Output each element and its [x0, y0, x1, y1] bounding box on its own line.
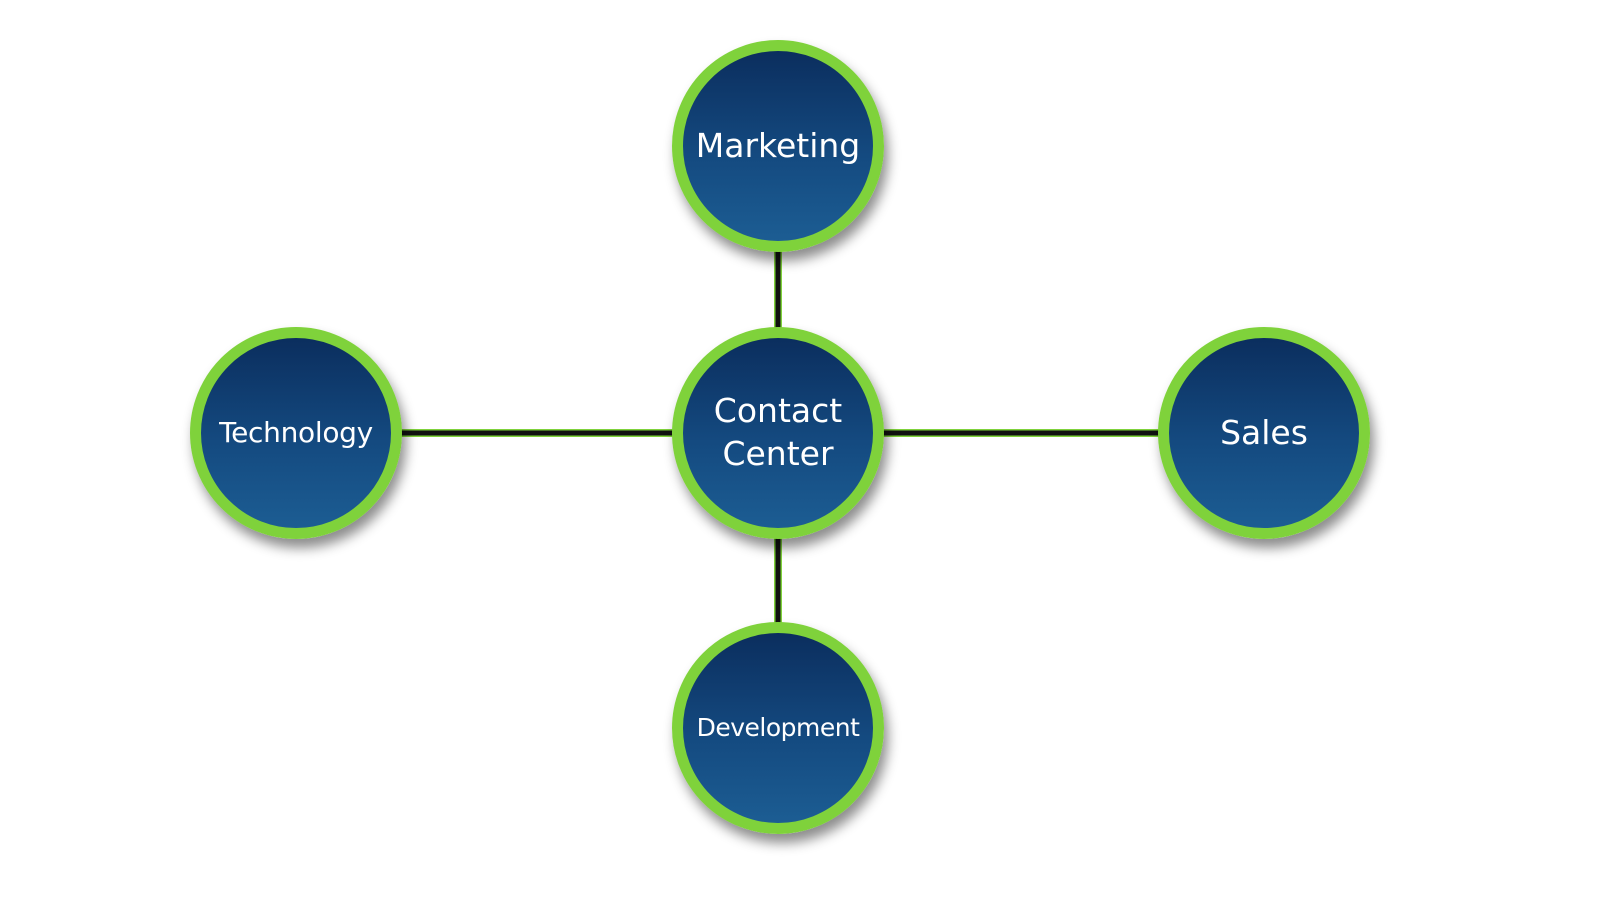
node-technology-label: Technology [219, 415, 373, 449]
node-contact-center-label: Contact Center [713, 391, 843, 473]
node-sales: Sales [1158, 327, 1370, 539]
node-development-label: Development [696, 712, 860, 742]
node-marketing: Marketing [672, 40, 884, 252]
node-marketing-label: Marketing [695, 125, 861, 165]
node-sales-label: Sales [1220, 412, 1308, 452]
node-technology: Technology [190, 327, 402, 539]
node-development: Development [672, 622, 884, 834]
node-contact-center: Contact Center [672, 327, 884, 539]
